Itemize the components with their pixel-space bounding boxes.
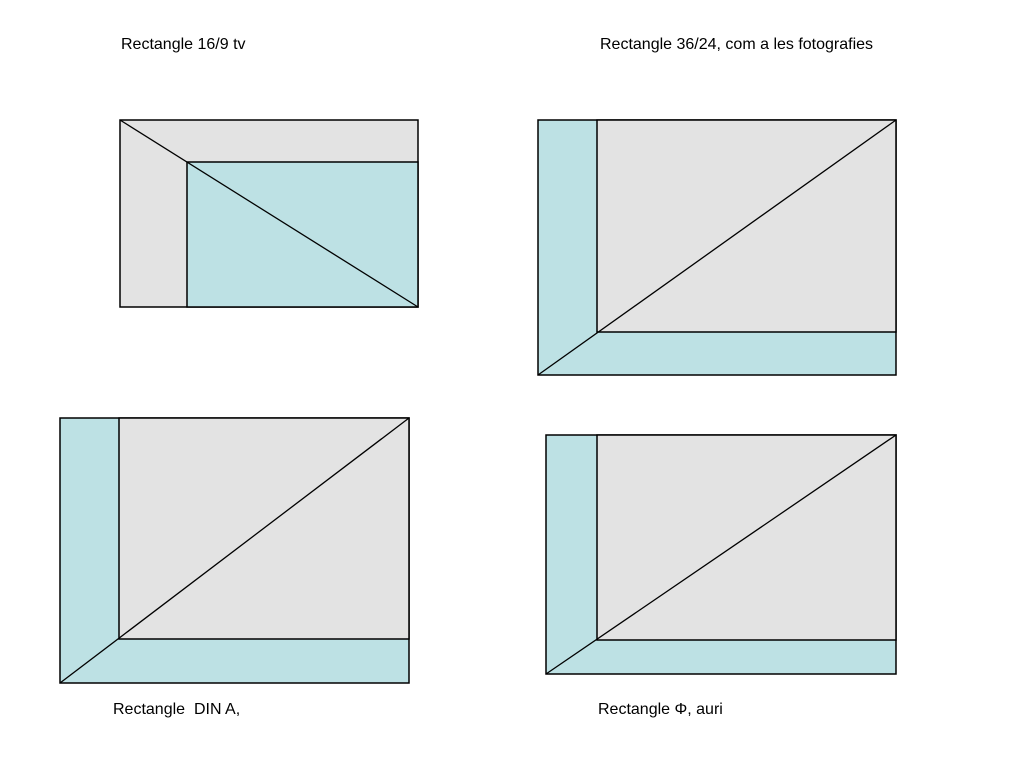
diagonal [537,119,897,376]
diagonal [119,119,419,308]
caption-rectangle-36-24: Rectangle 36/24, com a les fotografies [600,36,874,53]
rectangle-phi-figure [545,434,897,675]
caption-rectangle-din-a: Rectangle DIN A, [113,701,241,718]
rectangle-din-a-figure [59,417,410,684]
diagonal [59,417,410,684]
diagonal [545,434,897,675]
caption-rectangle-phi: Rectangle Φ, auri [598,701,723,718]
rectangle-36-24-figure [537,119,897,376]
rectangle-16-9-figure [119,119,419,308]
caption-rectangle-16-9: Rectangle 16/9 tv [121,36,246,53]
